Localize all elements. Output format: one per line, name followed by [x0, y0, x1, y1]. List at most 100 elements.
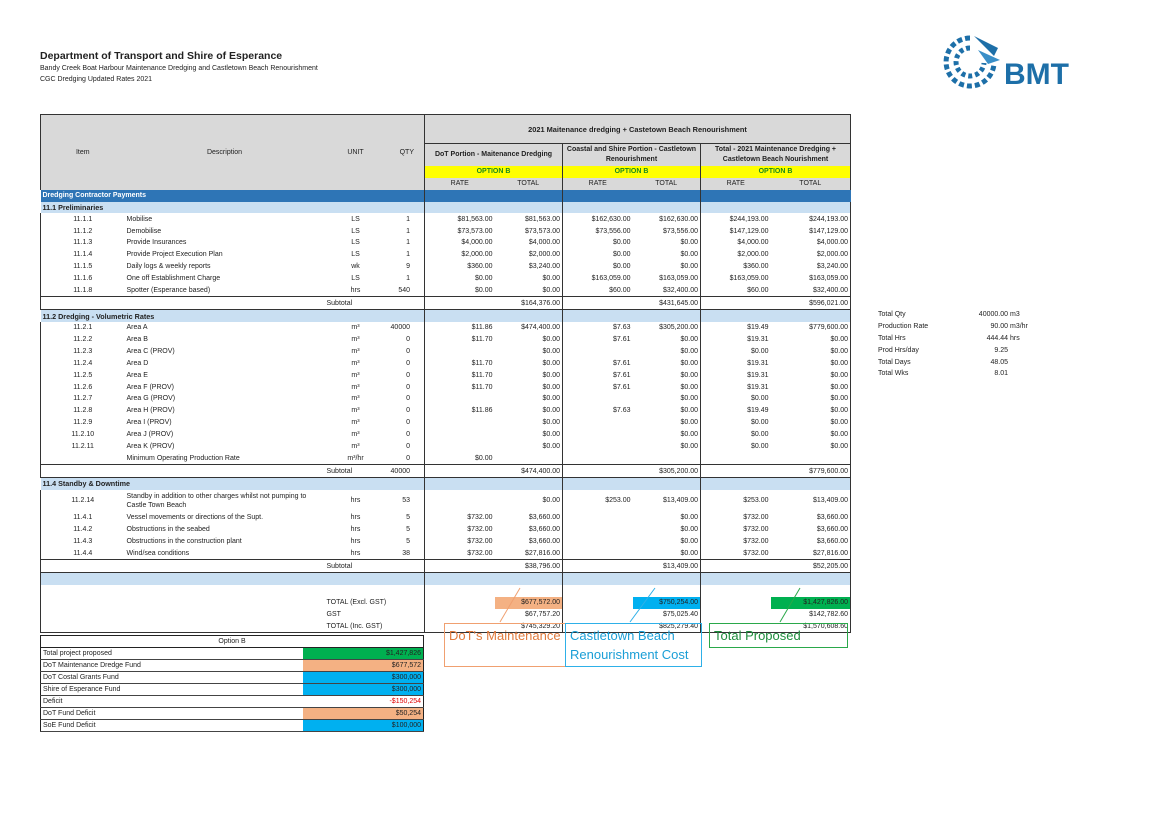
- combined-total: $27,816.00: [770, 547, 852, 560]
- coastal-rate: [562, 428, 633, 441]
- document-header: Department of Transport and Shire of Esp…: [40, 49, 318, 85]
- unit-header: UNIT: [324, 113, 387, 190]
- option-value: $100,000: [303, 719, 424, 732]
- coastal-total: $0.00: [680, 395, 698, 403]
- item-qty: 0: [406, 454, 410, 462]
- total-rate-cell: [562, 608, 633, 621]
- item-unit: m³: [351, 336, 360, 344]
- dot-rate: $2,000.00: [424, 248, 495, 261]
- summary-unit: hrs: [1010, 334, 1020, 342]
- subtotal-value-3: $596,021.00: [770, 296, 852, 311]
- section-header: 11.1 Preliminaries: [40, 201, 852, 214]
- dot-rate: $732.00: [424, 547, 495, 560]
- total-rate-cell: [562, 596, 633, 609]
- dot-rate: $81,563.00: [424, 213, 495, 226]
- coastal-total: $0.00: [680, 251, 698, 259]
- combined-rate: $0.00: [700, 345, 771, 358]
- coastal-total: $73,556.00: [662, 227, 698, 235]
- dot-total: $474,400.00: [521, 324, 560, 332]
- dot-rate: $360.00: [424, 260, 495, 273]
- spacer-cell: [770, 572, 852, 585]
- item-description: Demobilise: [126, 227, 162, 235]
- item-qty: 540: [398, 286, 410, 294]
- dot-total: $0.00: [542, 497, 560, 505]
- combined-rate: $732.00: [700, 511, 771, 524]
- item-qty: 38: [402, 549, 410, 557]
- subtotal-label: Subtotal: [324, 464, 387, 478]
- combined-total: $147,129.00: [770, 225, 852, 238]
- item-number: 11.2.14: [40, 489, 125, 512]
- spacer-cell: [494, 572, 563, 585]
- item-number: 11.2.11: [40, 440, 125, 453]
- item-description: Area E: [126, 371, 148, 379]
- band-cell: [770, 189, 851, 202]
- item-description: Standby in addition to other charges whi…: [126, 492, 307, 509]
- item-description: Area D: [126, 359, 149, 367]
- dot-rate: [424, 440, 495, 453]
- coastal-rate: [562, 523, 633, 536]
- coastal-rate: $0.00: [562, 260, 633, 273]
- coastal-total: $162,630.00: [659, 215, 698, 223]
- dot-rate: $732.00: [424, 535, 495, 548]
- rate-header-1: RATE: [424, 177, 495, 190]
- item-number: 11.2.10: [40, 428, 125, 441]
- item-number: 11.1.1: [40, 213, 125, 226]
- total-value-2: $750,254.00: [632, 596, 701, 609]
- dot-rate: [424, 489, 495, 512]
- coastal-total: $0.00: [680, 442, 698, 450]
- item-description: Area B: [126, 336, 148, 344]
- dot-total: $0.00: [542, 359, 560, 367]
- option-label: DoT Fund Deficit: [40, 707, 304, 720]
- coastal-total: $163,059.00: [659, 275, 698, 283]
- summary-unit: [1008, 368, 1040, 380]
- dot-rate: $11.70: [424, 381, 495, 394]
- dot-rate: $11.70: [424, 369, 495, 382]
- callout-castletown-cost: Castletown Beach Renourishment Cost: [565, 623, 702, 667]
- coastal-rate: $163,059.00: [562, 272, 633, 285]
- dot-rate: $0.00: [424, 452, 495, 465]
- item-description: Vessel movements or directions of the Su…: [126, 514, 264, 522]
- option-b-table: Option B Total project proposed$1,427,82…: [40, 635, 424, 732]
- item-unit: m³: [351, 430, 360, 438]
- item-number: 11.2.3: [40, 345, 125, 358]
- coastal-rate: [562, 535, 633, 548]
- option-label: Total project proposed: [40, 647, 304, 660]
- dot-rate: $11.86: [424, 404, 495, 417]
- band-label: Dredging Contractor Payments: [40, 189, 425, 202]
- coastal-total: $0.00: [680, 514, 698, 522]
- coastal-rate: [562, 345, 633, 358]
- item-unit: LS: [351, 251, 360, 259]
- option-row: Deficit-$150,254: [40, 695, 424, 708]
- item-description: Area A: [126, 324, 148, 332]
- option-value: $50,254: [303, 707, 424, 720]
- item-description: Spotter (Esperance based): [126, 286, 211, 294]
- option-row: Total project proposed$1,427,826: [40, 647, 424, 660]
- item-description: Obstructions in the construction plant: [126, 537, 242, 545]
- coastal-total: $305,200.00: [659, 324, 698, 332]
- option-label: SoE Fund Deficit: [40, 719, 304, 732]
- total-value-1: $67,757.20: [524, 610, 560, 618]
- item-number: 11.2.8: [40, 404, 125, 417]
- section-cell: [424, 477, 495, 490]
- item-description: Area J (PROV): [126, 430, 174, 438]
- combined-total: $0.00: [770, 333, 852, 346]
- total-rate-cell: [424, 596, 495, 609]
- section-title: 11.2 Dredging - Volumetric Rates: [40, 309, 425, 322]
- combined-total: $3,660.00: [770, 511, 852, 524]
- dot-total: $27,816.00: [524, 549, 560, 557]
- total-label: TOTAL (Inc. GST): [324, 620, 425, 634]
- subtotal-value-2: $431,645.00: [632, 296, 701, 311]
- item-qty: 0: [406, 395, 410, 403]
- total-row: TOTAL (Excl. GST)$677,572.00$750,254.00$…: [40, 596, 852, 609]
- item-unit: m³: [351, 395, 360, 403]
- coastal-total: $0.00: [680, 359, 698, 367]
